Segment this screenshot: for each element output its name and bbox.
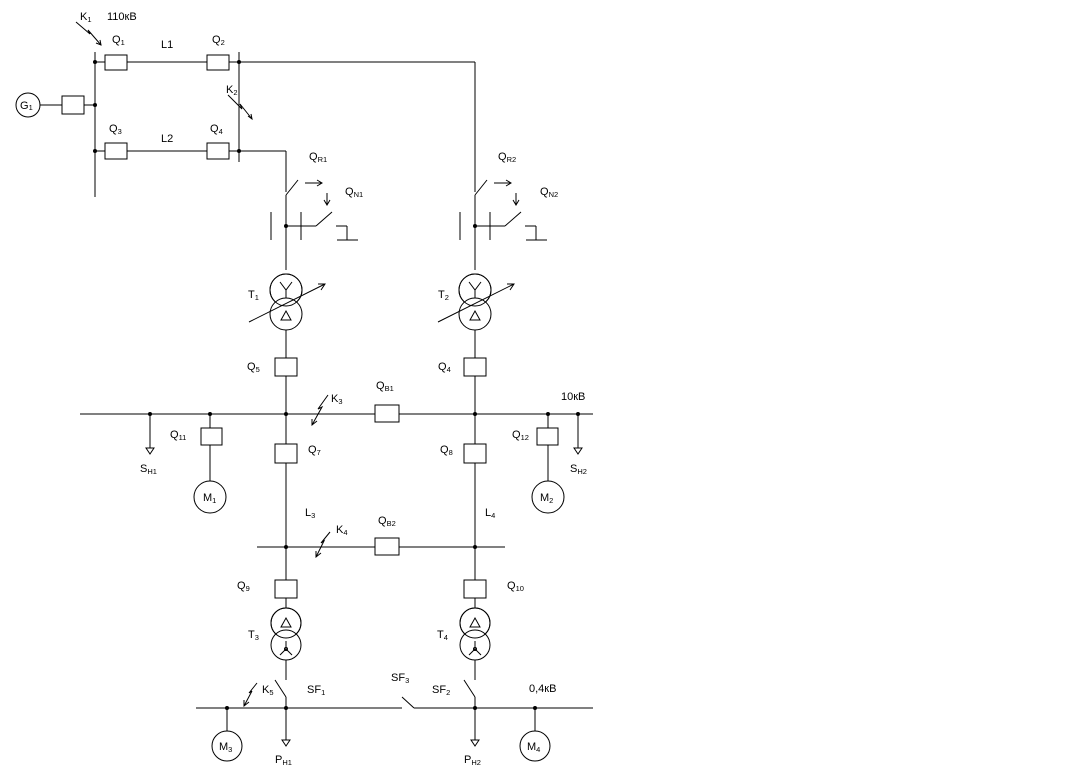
breaker-q8[interactable] <box>463 443 487 580</box>
label-t3: T3 <box>248 629 259 642</box>
grounding-switch-qn1[interactable] <box>270 193 358 241</box>
label-110kv: 110кВ <box>107 11 137 23</box>
label-sh1: SH1 <box>140 463 157 476</box>
label-l4: L4 <box>485 507 495 520</box>
transformer-t2[interactable] <box>437 273 515 358</box>
transformer-t1[interactable] <box>248 273 326 358</box>
label-k2: K2 <box>226 84 238 97</box>
label-sf1: SF1 <box>307 684 325 697</box>
label-q1: Q1 <box>112 34 125 47</box>
label-q3: Q3 <box>109 123 122 136</box>
label-k5: K5 <box>262 684 274 697</box>
label-q8: Q8 <box>440 444 453 457</box>
breaker-q7[interactable] <box>274 443 298 580</box>
breaker-qb1 <box>374 404 400 423</box>
label-m4: M4 <box>527 741 540 754</box>
bus-04kv <box>196 696 593 710</box>
label-l2: L2 <box>161 133 173 145</box>
fault-k4-icon <box>315 531 331 559</box>
label-q10: Q10 <box>507 580 524 593</box>
label-k3: K3 <box>331 393 343 406</box>
disconnector-qr2[interactable] <box>474 179 512 270</box>
motor-m1-feeder[interactable] <box>193 414 227 514</box>
bus-10kv <box>80 404 593 423</box>
label-qn1: QN1 <box>345 186 363 199</box>
label-l3: L3 <box>305 507 315 520</box>
breaker-sf3 <box>401 696 415 709</box>
motor-m3-feeder[interactable] <box>211 708 243 762</box>
load-ph2[interactable] <box>470 739 480 747</box>
breaker-qb2 <box>374 537 400 556</box>
label-t4: T4 <box>437 629 448 642</box>
label-t1: T1 <box>248 289 259 302</box>
disconnector-qr1[interactable] <box>285 179 323 270</box>
label-q2: Q2 <box>212 34 225 47</box>
label-qb2: QB2 <box>378 515 396 528</box>
fault-k3-icon <box>311 394 329 427</box>
fault-k1-icon <box>75 21 102 46</box>
label-10kv: 10кВ <box>561 391 585 403</box>
label-t2: T2 <box>438 289 449 302</box>
motor-m4-feeder[interactable] <box>519 708 551 762</box>
label-g1: G1 <box>20 100 33 112</box>
label-q7: Q7 <box>308 444 321 457</box>
label-qr1: QR1 <box>309 151 327 164</box>
line-l1[interactable] <box>93 54 476 182</box>
label-sh2: SH2 <box>570 463 587 476</box>
label-m3: M3 <box>219 741 232 754</box>
load-sh2[interactable] <box>573 414 583 455</box>
grounding-switch-qn2[interactable] <box>459 193 547 241</box>
label-ph2: PH2 <box>464 754 481 767</box>
breaker-q4-lower[interactable] <box>463 357 487 444</box>
load-sh1[interactable] <box>145 414 155 455</box>
label-l1: L1 <box>161 39 173 51</box>
label-04kv: 0,4кВ <box>529 683 556 695</box>
label-q4-top: Q4 <box>210 123 223 136</box>
label-q12: Q12 <box>512 429 529 442</box>
label-qn2: QN2 <box>540 186 558 199</box>
breaker-q5[interactable] <box>274 357 298 444</box>
breaker-q9[interactable] <box>274 579 298 608</box>
breaker-sf1[interactable] <box>274 679 287 740</box>
label-q11: Q11 <box>170 429 186 442</box>
fault-k2-icon <box>227 94 253 121</box>
label-qb1: QB1 <box>376 380 394 393</box>
label-k4: K4 <box>336 524 348 537</box>
label-q5: Q5 <box>247 361 260 374</box>
lower-bus <box>257 537 505 556</box>
transformer-t4[interactable] <box>459 607 491 680</box>
breaker-sf2[interactable] <box>463 679 476 740</box>
line-l2[interactable] <box>93 142 287 182</box>
breaker-q10[interactable] <box>463 579 487 608</box>
label-q9: Q9 <box>237 580 250 593</box>
label-k1: K1 <box>80 11 92 24</box>
label-sf3: SF3 <box>391 672 409 685</box>
label-qr2: QR2 <box>498 151 516 164</box>
label-q4: Q4 <box>438 361 451 374</box>
label-layer: K1 110кВ Q1 L1 Q2 G1 K2 Q3 L2 Q4 QR1 QN1… <box>20 11 587 767</box>
load-ph1[interactable] <box>281 739 291 747</box>
label-sf2: SF2 <box>432 684 450 697</box>
label-m1: M1 <box>203 492 216 505</box>
label-m2: M2 <box>540 492 553 505</box>
transformer-t3[interactable] <box>270 607 302 680</box>
generator-g1[interactable] <box>15 92 97 118</box>
motor-m2-feeder[interactable] <box>531 414 565 514</box>
label-ph1: PH1 <box>275 754 292 767</box>
fault-k5-icon <box>243 682 258 708</box>
